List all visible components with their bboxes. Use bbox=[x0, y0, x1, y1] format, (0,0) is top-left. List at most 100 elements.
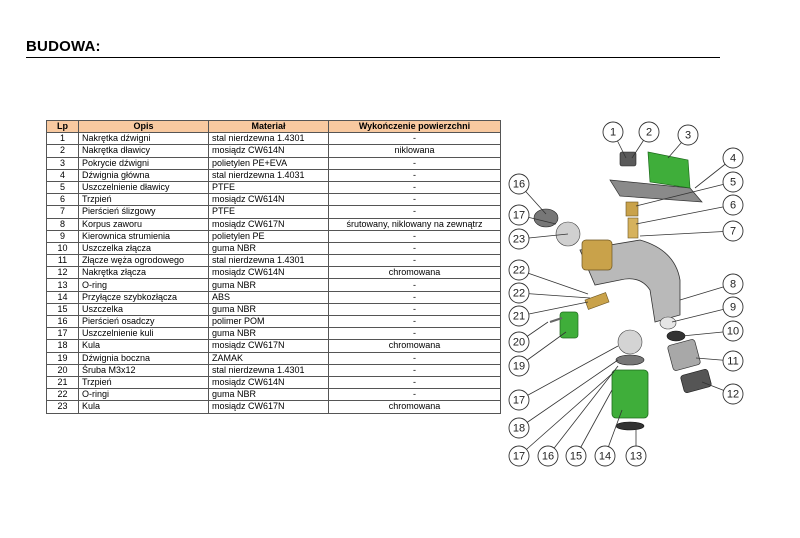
callout-number: 16 bbox=[513, 179, 525, 191]
callout-circle bbox=[565, 445, 587, 467]
cell-finish: śrutowany, niklowany na zewnątrz bbox=[328, 217, 501, 231]
cell-material: mosiądz CW614N bbox=[208, 144, 329, 158]
callout-21: 21 bbox=[508, 305, 530, 327]
callout-number: 12 bbox=[727, 389, 739, 401]
cell-material: stal nierdzewna 1.4301 bbox=[208, 363, 329, 377]
cell-finish: - bbox=[328, 278, 501, 292]
cell-lp: 8 bbox=[46, 217, 79, 231]
cell-lp: 18 bbox=[46, 339, 79, 353]
cell-opis: Przyłącze szybkozłącza bbox=[78, 290, 209, 304]
callout-18: 18 bbox=[508, 417, 530, 439]
cell-material: ZAMAK bbox=[208, 351, 329, 365]
cell-finish: chromowana bbox=[328, 339, 501, 353]
cell-material: PTFE bbox=[208, 205, 329, 219]
cell-lp: 14 bbox=[46, 290, 79, 304]
cell-finish: - bbox=[328, 241, 501, 256]
callout-number: 17 bbox=[513, 451, 525, 463]
callout-number: 16 bbox=[542, 451, 554, 463]
cell-opis: Uszczelka bbox=[78, 302, 209, 317]
callout-number: 2 bbox=[646, 127, 652, 139]
callout-leader bbox=[518, 371, 615, 457]
callout-3: 3 bbox=[677, 124, 699, 146]
callout-number: 11 bbox=[727, 356, 738, 368]
cell-material: guma NBR bbox=[208, 302, 329, 317]
callout-circle bbox=[508, 355, 530, 377]
callout-circle bbox=[722, 383, 744, 405]
table-header-row: Lp Opis Materiał Wykończenie powierzchni bbox=[46, 119, 501, 134]
cell-finish: - bbox=[328, 132, 501, 146]
cell-material: polietylen PE bbox=[208, 229, 329, 243]
callout-22: 22 bbox=[508, 259, 530, 281]
callout-10: 10 bbox=[722, 320, 744, 342]
callout-leader bbox=[518, 301, 589, 317]
callout-number: 1 bbox=[610, 127, 616, 139]
callout-leader bbox=[635, 204, 734, 225]
callout-22: 22 bbox=[508, 282, 530, 304]
callout-circle bbox=[508, 282, 530, 304]
cell-lp: 6 bbox=[46, 193, 79, 207]
callout-circle bbox=[722, 194, 744, 216]
callout-number: 21 bbox=[513, 311, 525, 323]
callout-circle bbox=[508, 259, 530, 281]
callout-number: 14 bbox=[599, 451, 611, 463]
callout-17: 17 bbox=[508, 389, 530, 411]
callout-20: 20 bbox=[508, 331, 530, 353]
cell-material: guma NBR bbox=[208, 388, 329, 402]
cell-material: mosiądz CW617N bbox=[208, 217, 329, 231]
callout-circle bbox=[677, 124, 699, 146]
cell-opis: Korpus zaworu bbox=[78, 217, 209, 231]
callout-leader bbox=[575, 389, 613, 457]
callout-16: 16 bbox=[508, 173, 530, 195]
callout-19: 19 bbox=[508, 355, 530, 377]
callout-circle bbox=[722, 320, 744, 342]
callout-leader bbox=[639, 230, 734, 237]
callout-circle bbox=[508, 417, 530, 439]
cell-finish: chromowana bbox=[328, 400, 501, 414]
lower-seal bbox=[615, 354, 645, 366]
callout-4: 4 bbox=[722, 147, 744, 169]
cell-finish: chromowana bbox=[328, 266, 501, 280]
callout-circle bbox=[602, 121, 624, 143]
quick-connector-oring bbox=[615, 421, 645, 431]
cell-lp: 21 bbox=[46, 375, 79, 390]
callout-circle bbox=[537, 445, 559, 467]
callout-leader bbox=[518, 292, 591, 299]
cell-material: guma NBR bbox=[208, 278, 329, 292]
callout-number: 10 bbox=[727, 326, 739, 338]
cell-opis: Trzpień bbox=[78, 375, 209, 390]
cell-material: stal nierdzewna 1.4031 bbox=[208, 168, 329, 182]
cell-opis: Złącze węża ogrodowego bbox=[78, 254, 209, 268]
cell-finish: - bbox=[328, 290, 501, 304]
cell-opis: Kula bbox=[78, 339, 209, 353]
cell-opis: O-ring bbox=[78, 278, 209, 292]
callout-number: 13 bbox=[630, 451, 642, 463]
column-header-opis: Opis bbox=[78, 119, 209, 134]
callout-number: 3 bbox=[685, 130, 691, 142]
callout-leader bbox=[518, 345, 619, 401]
cell-lp: 19 bbox=[46, 351, 79, 365]
flow-guide bbox=[659, 316, 677, 330]
cell-finish: - bbox=[328, 156, 501, 170]
callout-13: 13 bbox=[625, 445, 647, 467]
callout-17: 17 bbox=[508, 204, 530, 226]
cell-lp: 4 bbox=[46, 168, 79, 182]
callout-number: 4 bbox=[730, 153, 736, 165]
callout-2: 2 bbox=[638, 121, 660, 143]
cell-lp: 5 bbox=[46, 180, 79, 195]
callout-number: 20 bbox=[513, 337, 525, 349]
cell-opis: Pierścień ślizgowy bbox=[78, 205, 209, 219]
cell-material: mosiądz CW614N bbox=[208, 375, 329, 390]
cell-material: mosiądz CW617N bbox=[208, 400, 329, 414]
cell-lp: 9 bbox=[46, 229, 79, 243]
